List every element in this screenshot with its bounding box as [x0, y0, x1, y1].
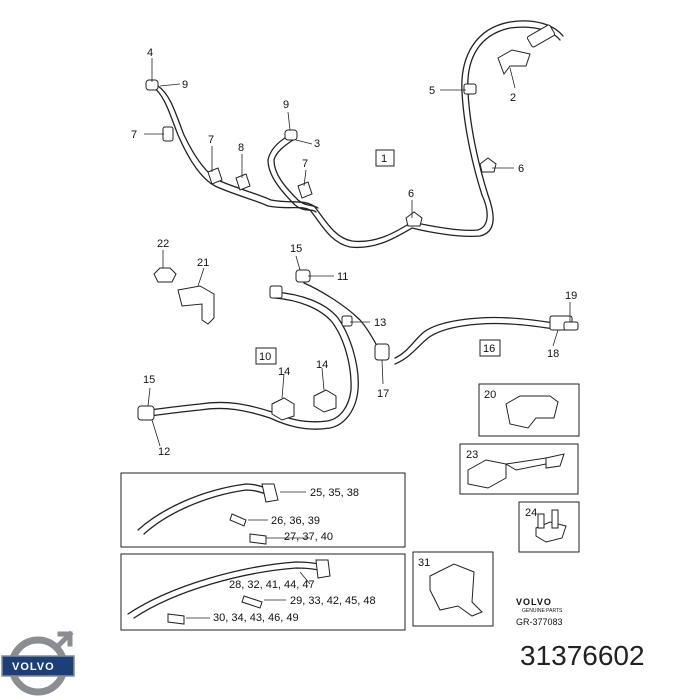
grommet-6-lower	[405, 211, 423, 227]
drawing-reference: GR-377083	[516, 617, 563, 627]
detail-box-24	[518, 501, 580, 553]
detail-box-31	[412, 551, 494, 627]
callout-1: 1	[381, 153, 387, 165]
clip-14-right	[313, 389, 337, 413]
callout-20: 20	[484, 389, 496, 401]
upper-battery-cable-harness	[145, 20, 564, 249]
repair-kit-box-2	[120, 553, 406, 631]
callout-31: 31	[418, 557, 430, 569]
clip-5	[463, 83, 477, 95]
repair-kit-box-1	[120, 472, 406, 548]
callout-19: 19	[565, 290, 577, 302]
clip-7-right	[297, 181, 313, 199]
callout-9-left: 9	[182, 79, 188, 91]
label-box-16	[479, 339, 501, 357]
callout-9-mid: 9	[283, 99, 289, 111]
callout-group-28: 28, 32, 41, 44, 47	[229, 579, 315, 591]
callout-24: 24	[525, 507, 537, 519]
callout-15-bottom: 15	[143, 374, 155, 386]
callout-8: 8	[238, 142, 244, 154]
callout-7-right: 7	[302, 158, 308, 170]
callout-7-left: 7	[131, 129, 137, 141]
detail-box-20	[478, 383, 580, 437]
terminal-15-top	[295, 269, 311, 283]
callout-23: 23	[466, 449, 478, 461]
connector-2	[497, 49, 531, 76]
lower-battery-cable-harness	[137, 269, 390, 430]
callout-5: 5	[429, 85, 435, 97]
callout-group-26: 26, 36, 39	[271, 515, 320, 527]
callout-group-25: 25, 35, 38	[310, 487, 359, 499]
clip-14-left	[271, 397, 295, 421]
leader-lines	[144, 58, 571, 447]
grommet-6-right	[479, 157, 497, 173]
label-box-1	[375, 149, 395, 167]
callout-10: 10	[259, 351, 271, 363]
terminal-19	[563, 321, 579, 331]
volvo-logo-wordmark: VOLVO	[12, 661, 55, 673]
callout-3: 3	[314, 138, 320, 150]
nut-22	[153, 267, 177, 283]
volvo-small-wordmark: VOLVO	[516, 597, 552, 607]
part-number: 31376602	[520, 640, 645, 671]
callout-15-top: 15	[290, 243, 302, 255]
callout-17: 17	[377, 388, 389, 400]
clip-7-left	[162, 126, 174, 142]
callout-21: 21	[197, 257, 209, 269]
terminal-eye-3	[284, 129, 298, 141]
callout-11: 11	[337, 271, 348, 283]
callout-4: 4	[147, 47, 153, 59]
fuse-holder-top	[526, 24, 556, 48]
callout-group-30: 30, 34, 43, 46, 49	[213, 612, 299, 624]
grommet-13	[341, 315, 353, 327]
callout-12: 12	[158, 446, 170, 458]
volvo-logo: VOLVO	[1, 630, 75, 696]
terminal-15-bottom	[137, 405, 155, 421]
callout-22: 22	[157, 238, 169, 250]
callout-18: 18	[547, 348, 559, 360]
terminal-11	[269, 285, 283, 299]
callout-7-mid: 7	[208, 134, 214, 146]
label-box-10	[255, 347, 277, 365]
callout-16: 16	[483, 343, 495, 355]
callout-group-27: 27, 37, 40	[284, 531, 333, 543]
clip-7-mid	[207, 167, 223, 185]
callout-2: 2	[510, 92, 516, 104]
detail-box-23	[459, 443, 579, 495]
callout-6-lower: 6	[408, 188, 414, 200]
genuine-parts-text: GENUINE PARTS	[522, 608, 563, 614]
terminal-17	[374, 343, 390, 361]
callout-14-right: 14	[316, 359, 328, 371]
bracket-21	[177, 285, 215, 325]
callout-group-29: 29, 33, 42, 45, 48	[290, 595, 376, 607]
cable-16	[394, 315, 579, 365]
callout-13: 13	[374, 317, 386, 329]
callout-6-right: 6	[518, 163, 524, 175]
clip-8	[235, 173, 251, 191]
callout-14-left: 14	[278, 366, 290, 378]
